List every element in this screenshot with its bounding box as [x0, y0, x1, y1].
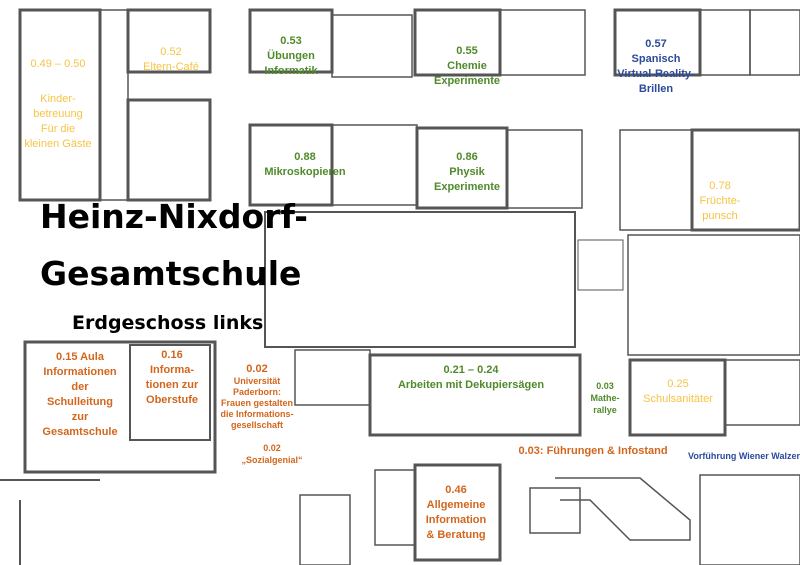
room-text: gesellschaft: [230, 420, 284, 430]
room-text: Chemie: [447, 60, 487, 72]
room-text: Eltern-Café: [143, 61, 199, 73]
room-number: 0.52: [160, 46, 182, 58]
room-text: Allgemeine: [426, 499, 486, 511]
room-text: Schulleitung: [46, 396, 113, 408]
room-text: tionen zur: [145, 379, 199, 391]
room-text: der: [71, 381, 89, 393]
room-text: Brillen: [638, 83, 674, 95]
room-text: Arbeiten mit Dekupiersägen: [397, 379, 545, 391]
room-number: 0.53: [280, 35, 302, 47]
room-text: die Informations-: [220, 409, 294, 419]
room-text: Spanisch: [631, 53, 681, 65]
infostand-annotation: 0.03: Führungen & Infostand: [518, 445, 668, 457]
room-text: Physik: [449, 166, 485, 178]
room-number: 0.16: [161, 349, 183, 361]
room-text: Experimente: [433, 181, 501, 193]
room-text: Für die: [40, 123, 76, 135]
room-number: 0.21 – 0.24: [443, 364, 499, 376]
room-text: Mathe-: [590, 393, 620, 403]
room-number: 0.02: [246, 363, 268, 375]
floor-subtitle: Erdgeschoss links: [72, 312, 264, 334]
room-number: 0.57: [645, 38, 667, 50]
room-text: Gesamtschule: [42, 426, 118, 438]
room-number: 0.55: [456, 45, 478, 57]
room-text: Übungen: [267, 50, 315, 62]
room-number: 0.25: [667, 378, 689, 390]
room-text: Kinder-: [40, 93, 76, 105]
room-text: Informatik: [264, 65, 318, 77]
room-text: Informa-: [150, 364, 194, 376]
room-text: Informationen: [43, 366, 117, 378]
room-002-sozialgenial-label: 0.02 „Sozialgenial“: [241, 442, 302, 466]
room-text: Oberstufe: [146, 394, 198, 406]
room-number: 0.88: [294, 151, 316, 163]
room-text: kleinen Gäste: [24, 138, 92, 150]
room-text: zur: [71, 411, 89, 423]
room-number: 0.86: [456, 151, 478, 163]
room-text: & Beratung: [426, 529, 486, 541]
room-number: 0.03: [596, 381, 614, 391]
room-text: Experimente: [433, 75, 501, 87]
room-text: Information: [425, 514, 487, 526]
room-text: rallye: [593, 405, 617, 415]
room-number: 0.02: [263, 443, 281, 453]
walzer-annotation: Vorführung Wiener Walzer: [688, 451, 800, 461]
room-text: betreuung: [33, 108, 83, 120]
room-text: Mikroskopieren: [264, 166, 346, 178]
room-number: 0.49 – 0.50: [30, 58, 86, 70]
room-number: 0.78: [709, 180, 731, 192]
room-number: 0.15 Aula: [56, 351, 104, 363]
room-text: „Sozialgenial“: [241, 455, 303, 465]
room-text: Frauen gestalten: [220, 398, 294, 408]
room-text: Universität: [233, 376, 281, 386]
room-text: punsch: [702, 210, 738, 222]
room-number: 0.46: [445, 484, 467, 496]
room-text: Schulsanitäter: [643, 393, 713, 405]
room-text: Früchte-: [699, 195, 741, 207]
room-text: Paderborn:: [232, 387, 282, 397]
room-text: Virtual-Reality-: [617, 68, 695, 80]
school-title-line1: Heinz-Nixdorf-: [40, 197, 308, 236]
school-title-line2: Gesamtschule: [40, 254, 302, 293]
